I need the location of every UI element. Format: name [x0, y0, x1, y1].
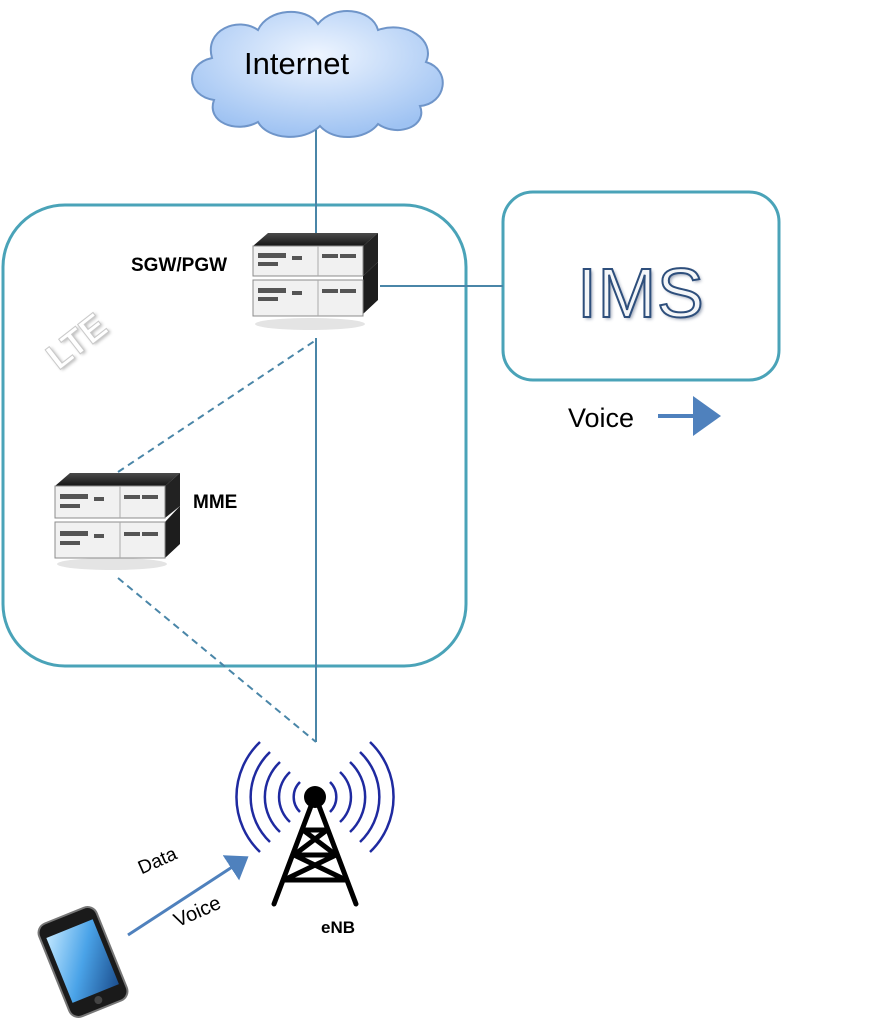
enb-label: eNB	[321, 918, 356, 937]
voice-to-ims-label: Voice	[568, 403, 635, 433]
link-mme-enb-dashed	[117, 577, 317, 743]
sgw-pgw-server-icon	[252, 233, 378, 330]
lte-core-box	[1, 203, 468, 668]
link-mme-sgw-dashed	[117, 339, 317, 473]
internet-cloud	[191, 10, 444, 139]
mme-label: MME	[193, 492, 238, 513]
ims-label: IMS	[576, 253, 705, 333]
mme-server-icon	[54, 473, 180, 570]
phone-icon	[37, 906, 129, 1018]
phone-to-enb-arrow	[127, 855, 249, 937]
enb-antenna-icon	[235, 741, 395, 907]
sgw-pgw-label: SGW/PGW	[131, 255, 228, 276]
internet-label: Internet	[244, 46, 350, 81]
